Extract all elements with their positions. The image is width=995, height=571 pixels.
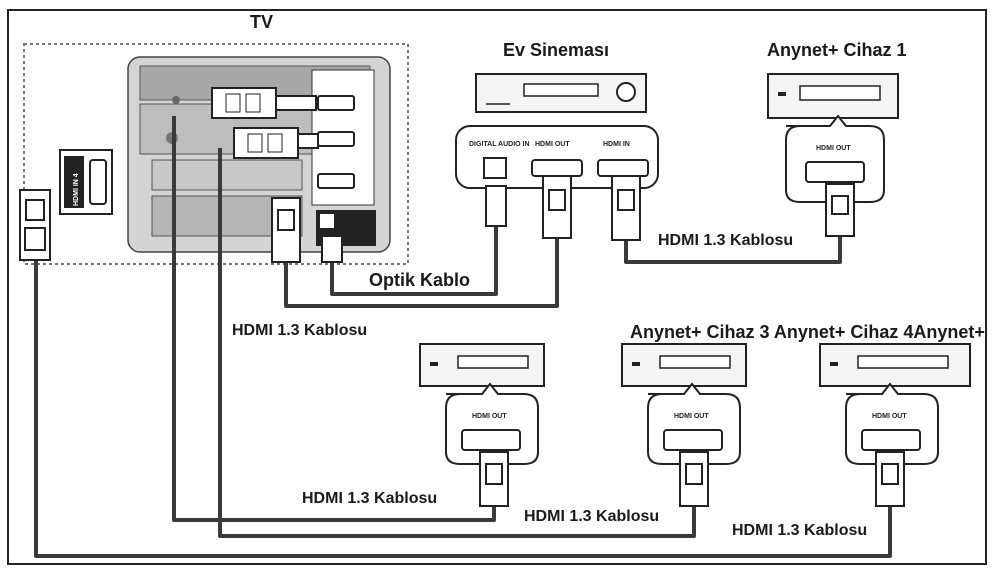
cable-device-4-to-tv — [34, 260, 892, 558]
optical-cable-label: Optik Kablo — [369, 270, 471, 290]
anynet-device-4: HDMI OUT — [819, 343, 971, 465]
cable-tv-to-ht-hdmi-out — [284, 238, 559, 308]
home-theater: DIGITAL AUDIO IN HDMI OUT HDMI IN — [455, 73, 659, 189]
tv-dotted-outline — [23, 43, 409, 265]
hdmi-cable-label-device-4: HDMI 1.3 Kablosu — [732, 522, 868, 539]
anynet-device-3: HDMI OUT — [621, 343, 747, 465]
device-1-label: Anynet+ Cihaz 1 — [767, 40, 907, 60]
cables — [34, 116, 892, 558]
hdmi-cable-label-device-3: HDMI 1.3 Kablosu — [524, 508, 660, 525]
plug-tv-optical — [321, 235, 343, 263]
port-label-hdmi-out-ht: HDMI OUT — [535, 141, 570, 148]
device-4-port-label: HDMI OUT — [872, 413, 907, 420]
plug-ht-optical — [485, 185, 507, 227]
tv-label: TV — [250, 12, 274, 32]
cable-device-2-to-tv — [172, 116, 496, 522]
tv-optical-port — [320, 214, 334, 228]
device-1-port-label: HDMI OUT — [816, 145, 851, 152]
tv-side-port-label: HDMI IN 4 — [73, 173, 80, 206]
hdmi-cable-label-tv-ht: HDMI 1.3 Kablosu — [232, 322, 368, 339]
plugs — [19, 175, 905, 507]
anynet-device-1: HDMI OUT — [767, 73, 899, 203]
cable-optical — [330, 226, 498, 296]
device-2-port-label: HDMI OUT — [472, 413, 507, 420]
cable-device-3-to-tv — [218, 148, 696, 538]
home-theater-label: Ev Sineması — [503, 40, 610, 60]
hdmi-cable-label-device-2: HDMI 1.3 Kablosu — [302, 490, 438, 507]
devices-3-4-label: Anynet+ Cihaz 3 Anynet+ Cihaz 4Anynet+ — [630, 322, 985, 342]
port-label-digital-audio-in: DIGITAL AUDIO IN — [469, 141, 530, 148]
anynet-device-2: HDMI OUT — [419, 343, 545, 465]
port-label-hdmi-in: HDMI IN — [603, 141, 630, 148]
cable-ht-to-device-1 — [624, 236, 842, 264]
hdmi-cable-label-ht-device-1: HDMI 1.3 Kablosu — [658, 232, 794, 249]
device-3-port-label: HDMI OUT — [674, 413, 709, 420]
